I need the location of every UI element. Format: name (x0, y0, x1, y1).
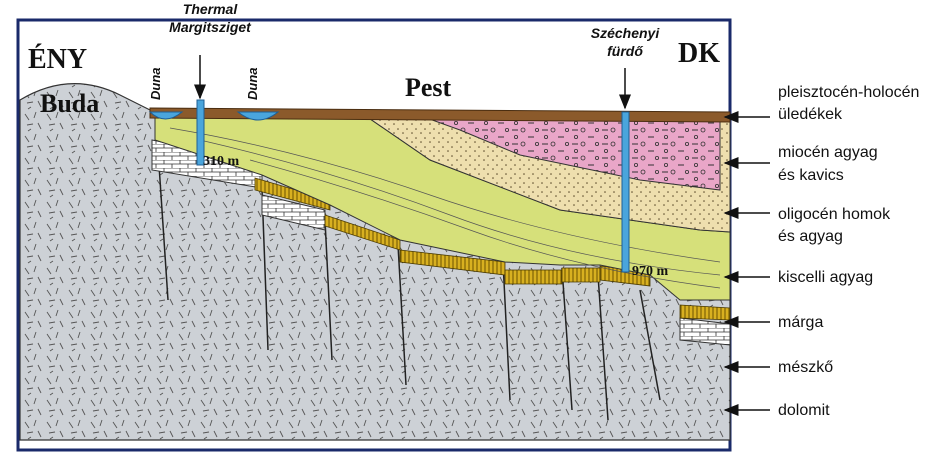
depth-label-970: 970 m (632, 264, 669, 279)
duna-label-right: Duna (245, 68, 260, 101)
place-pest: Pest (405, 73, 452, 102)
legend-label: kiscelli agyag (778, 269, 873, 286)
depth-label-310: 310 m (203, 154, 240, 169)
legend-label: oligocén homok (778, 206, 891, 223)
direction-southeast: DK (678, 38, 720, 69)
legend-label: miocén agyag (778, 144, 878, 161)
legend-label: üledékek (778, 106, 843, 123)
legend-label: pleisztocén-holocén (778, 84, 919, 101)
duna-label-left: Duna (148, 68, 163, 101)
legend-label: márga (778, 314, 823, 331)
well-thermal-label-2: Margitsziget (169, 19, 252, 35)
legend-label: és agyag (778, 228, 843, 245)
well-szechenyi-label: Széchenyi (591, 25, 661, 41)
well-thermal-label: Thermal (183, 1, 239, 17)
well-szechenyi-label-2: fürdő (607, 43, 643, 59)
place-buda: Buda (40, 89, 99, 118)
direction-northwest: ÉNY (28, 44, 87, 75)
well-szechenyi (622, 112, 629, 272)
legend-label: dolomit (778, 402, 830, 419)
legend-label: és kavics (778, 167, 844, 184)
legend-label: mészkő (778, 359, 833, 376)
